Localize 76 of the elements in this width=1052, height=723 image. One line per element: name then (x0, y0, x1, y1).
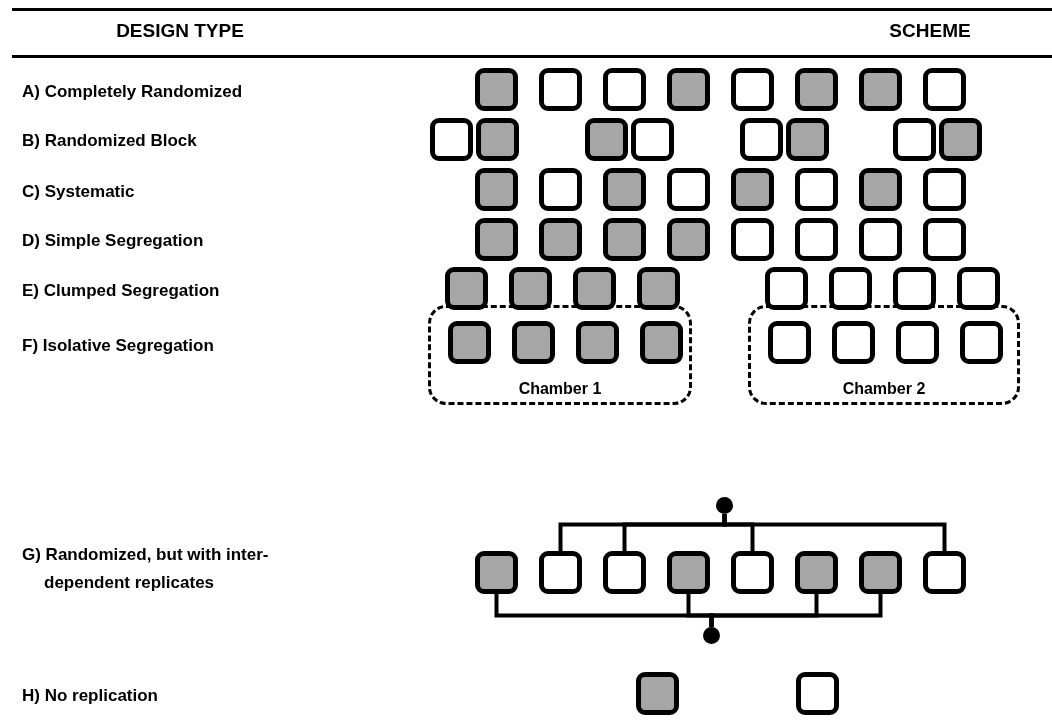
design-type-label: A) Completely Randomized (22, 81, 244, 103)
shaded-square (859, 551, 902, 594)
shaded-square (637, 267, 680, 310)
shaded-square (636, 672, 679, 715)
design-type-label: E) Clumped Segregation (22, 280, 221, 302)
empty-square (896, 321, 939, 364)
empty-square (832, 321, 875, 364)
column-header: DESIGN TYPE (115, 20, 245, 42)
shaded-square (475, 68, 518, 111)
empty-square (603, 68, 646, 111)
empty-square (667, 168, 710, 211)
design-type-label: B) Randomized Block (22, 130, 198, 152)
empty-square (859, 218, 902, 261)
shaded-square (573, 267, 616, 310)
shaded-square (786, 118, 829, 161)
junction-dot (716, 497, 733, 514)
shaded-square (476, 118, 519, 161)
empty-square (960, 321, 1003, 364)
chamber-label: Chamber 1 (517, 380, 603, 398)
shaded-square (539, 218, 582, 261)
chamber-outline (428, 305, 692, 405)
design-type-label: C) Systematic (22, 181, 136, 203)
empty-square (923, 168, 966, 211)
connector-line (722, 514, 947, 551)
empty-square (539, 551, 582, 594)
shaded-square (731, 168, 774, 211)
empty-square (796, 672, 839, 715)
shaded-square (448, 321, 491, 364)
empty-square (430, 118, 473, 161)
empty-square (731, 218, 774, 261)
shaded-square (859, 168, 902, 211)
design-type-label: H) No replication (22, 685, 159, 707)
empty-square (539, 68, 582, 111)
shaded-square (576, 321, 619, 364)
chamber-outline (748, 305, 1020, 405)
shaded-square (667, 551, 710, 594)
design-type-label: G) Randomized, but with inter-dependent replicates (22, 544, 270, 594)
shaded-square (445, 267, 488, 310)
empty-square (740, 118, 783, 161)
shaded-square (795, 551, 838, 594)
connector-line (709, 594, 883, 627)
empty-square (957, 267, 1000, 310)
shaded-square (640, 321, 683, 364)
shaded-square (475, 551, 518, 594)
design-type-label: D) Simple Segregation (22, 230, 205, 252)
empty-square (923, 551, 966, 594)
empty-square (893, 267, 936, 310)
empty-square (795, 218, 838, 261)
empty-square (795, 168, 838, 211)
empty-square (765, 267, 808, 310)
empty-square (631, 118, 674, 161)
junction-dot (703, 627, 720, 644)
shaded-square (509, 267, 552, 310)
shaded-square (475, 218, 518, 261)
shaded-square (475, 168, 518, 211)
empty-square (829, 267, 872, 310)
chamber-label: Chamber 2 (841, 380, 927, 398)
shaded-square (603, 218, 646, 261)
empty-square (539, 168, 582, 211)
shaded-square (859, 68, 902, 111)
shaded-square (667, 68, 710, 111)
column-header: SCHEME (888, 20, 972, 42)
empty-square (923, 68, 966, 111)
empty-square (731, 68, 774, 111)
empty-square (603, 551, 646, 594)
shaded-square (512, 321, 555, 364)
shaded-square (667, 218, 710, 261)
design-type-label: F) Isolative Segregation (22, 335, 215, 357)
empty-square (731, 551, 774, 594)
shaded-square (939, 118, 982, 161)
shaded-square (585, 118, 628, 161)
shaded-square (603, 168, 646, 211)
empty-square (923, 218, 966, 261)
empty-square (893, 118, 936, 161)
shaded-square (795, 68, 838, 111)
empty-square (768, 321, 811, 364)
